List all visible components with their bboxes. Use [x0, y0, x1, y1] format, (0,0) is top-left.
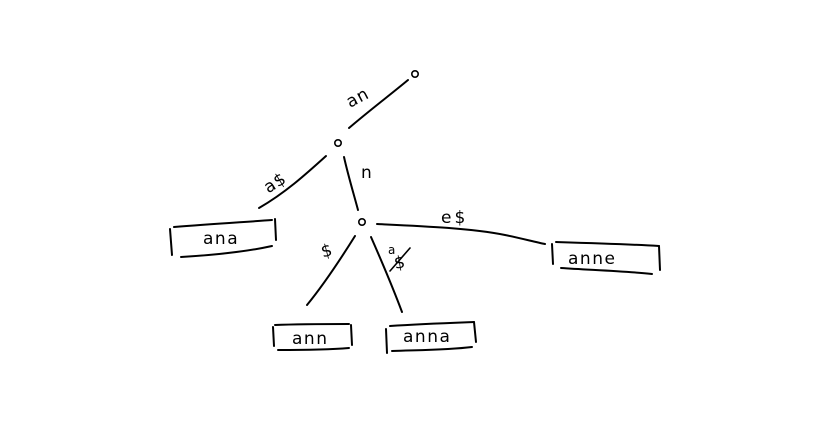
edge-label-an: an: [343, 84, 373, 113]
edge-label-a-dollar-left: a$: [260, 169, 290, 198]
leaf-label-ana: ana: [203, 229, 239, 249]
leaf-box-anne: anne: [551, 241, 661, 275]
edge-root-to-n1: [348, 79, 409, 129]
edge-label-anna-a: a: [388, 243, 396, 257]
edge-label-dollar: $: [319, 240, 336, 262]
strike-through-mark: [389, 247, 411, 272]
leaf-box-anna: anna: [385, 321, 477, 354]
edge-label-n: n: [361, 163, 373, 183]
leaf-box-ann: ann: [272, 323, 353, 351]
internal-node-ann: [357, 218, 366, 227]
edge-label-anna-dollar: $: [393, 252, 408, 274]
leaf-label-anna: anna: [403, 327, 451, 347]
leaf-label-anne: anne: [568, 249, 616, 269]
edge-n1-to-n2: [343, 156, 359, 211]
internal-node-an: [333, 139, 342, 148]
edge-n2-to-ann: [306, 235, 356, 306]
edge-n2-to-anne: [376, 223, 546, 245]
edge-n1-to-ana: [258, 155, 327, 209]
root-node: [410, 70, 419, 79]
edge-label-e-dollar: e$: [441, 208, 468, 228]
edge-n2-to-anna: [370, 236, 403, 313]
leaf-label-ann: ann: [292, 329, 328, 349]
leaf-box-ana: ana: [169, 218, 277, 258]
